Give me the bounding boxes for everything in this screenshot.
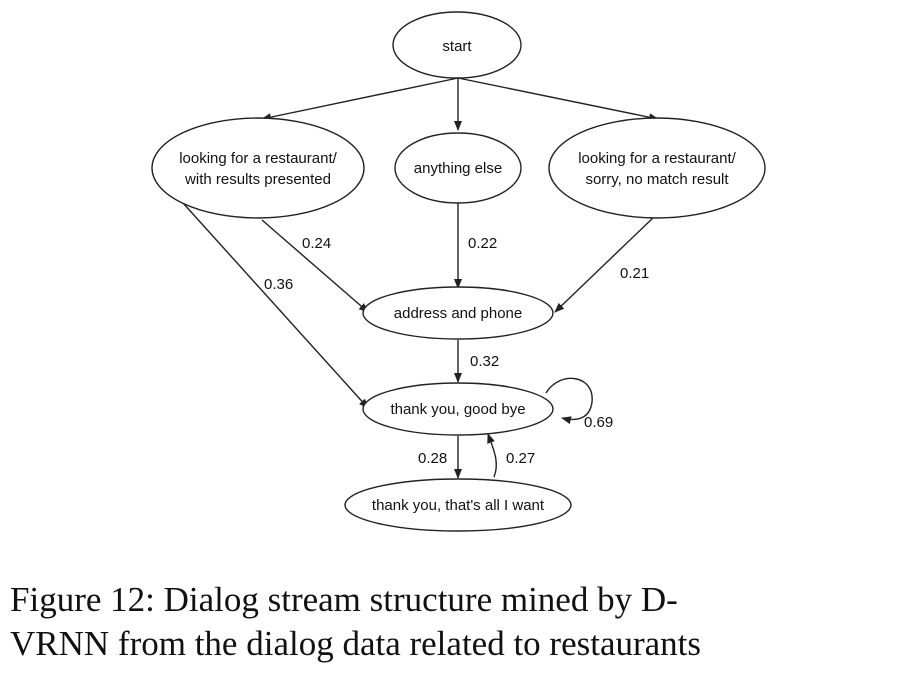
label-thankyou-to-alliwant: 0.28 [418,450,447,467]
node-no-match: looking for a restaurant/ sorry, no matc… [548,117,766,219]
node-all-i-want-label: thank you, that's all I want [372,497,545,514]
node-address-and-phone: address and phone [362,286,554,340]
edge-results-to-thankyou [182,202,369,409]
edge-start-to-results [261,77,459,122]
node-no-match-label-line2: sorry, no match result [585,171,729,188]
label-address-to-thankyou: 0.32 [470,353,499,370]
edge-labels: 0.24 0.36 0.22 0.21 0.32 0.69 0.28 0.27 [264,235,649,467]
caption-line-1: Figure 12: Dialog stream structure mined… [10,580,678,619]
label-nomatch-to-address: 0.21 [620,265,649,282]
label-results-to-address: 0.24 [302,235,331,252]
label-alliwant-to-thankyou: 0.27 [506,450,535,467]
node-results-label-line2: with results presented [184,171,331,188]
node-anything-else: anything else [394,132,522,204]
node-thank-you-good-bye: thank you, good bye [362,382,554,436]
node-address-label: address and phone [394,305,522,322]
node-results-presented: looking for a restaurant/ with results p… [151,117,365,219]
edge-thankyou-self-loop [545,377,593,425]
label-thankyou-self-loop: 0.69 [584,414,613,431]
figure-caption: Figure 12: Dialog stream structure mined… [10,578,895,666]
caption-line-2: VRNN from the dialog data related to res… [10,624,702,663]
node-start: start [392,11,522,79]
node-thank-you-label: thank you, good bye [390,401,525,418]
node-thats-all-i-want: thank you, that's all I want [344,478,572,532]
edge-nomatch-to-address [554,214,657,313]
label-results-to-thankyou: 0.36 [264,276,293,293]
node-start-label: start [442,38,472,55]
node-anything-else-label: anything else [414,160,502,177]
node-results-label-line1: looking for a restaurant/ [179,150,337,167]
label-anything-to-address: 0.22 [468,235,497,252]
edge-results-to-address [261,219,369,313]
edge-alliwant-to-thankyou [487,433,497,478]
edges [182,77,659,479]
edge-start-to-no-match [457,77,659,122]
dialog-structure-diagram: start looking for a restaurant/ with res… [151,11,766,532]
node-no-match-label-line1: looking for a restaurant/ [578,150,736,167]
